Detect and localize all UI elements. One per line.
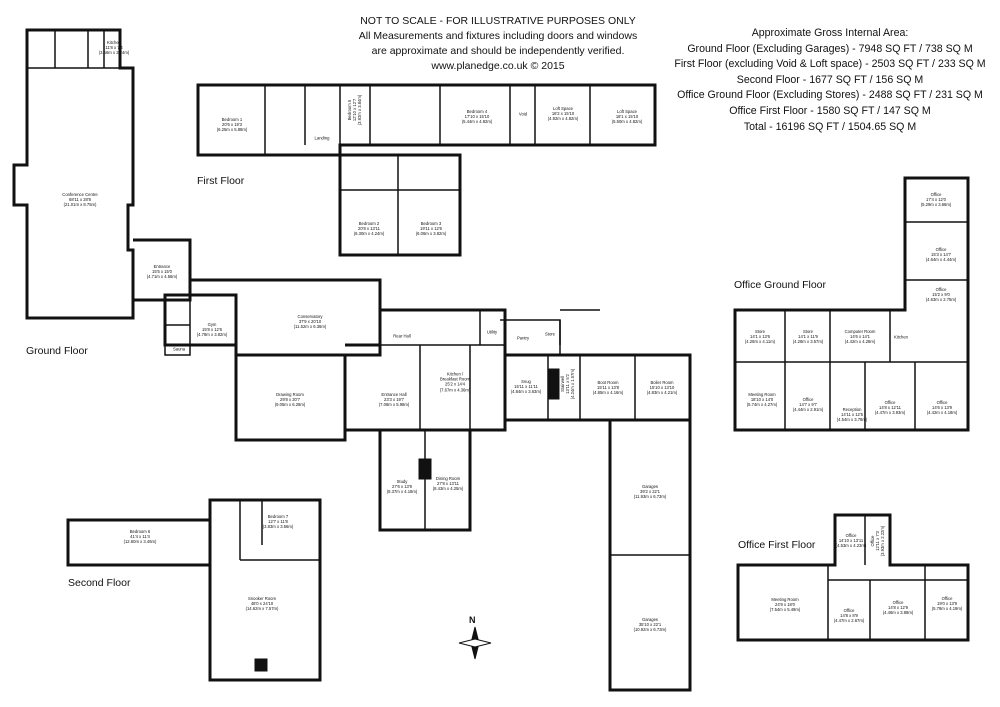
internal-wall	[239, 500, 320, 561]
area-summary: Approximate Gross Internal Area: Ground …	[668, 26, 992, 135]
disclaimer-line: NOT TO SCALE - FOR ILLUSTRATIVE PURPOSES…	[360, 15, 636, 27]
office-ground-floor-label: Office Ground Floor	[734, 279, 827, 291]
drawing-wall	[234, 353, 347, 442]
area-total: Total - 16196 SQ FT / 1504.65 SQ M	[743, 120, 917, 133]
area-line: Ground Floor (Excluding Garages) - 7948 …	[687, 42, 973, 55]
first-floor-label: First Floor	[197, 175, 245, 187]
room-void: Void	[518, 111, 528, 117]
central-wall	[345, 308, 507, 432]
compass-north-label: N	[469, 615, 476, 625]
entrance-wall	[133, 238, 192, 302]
room-og-kitchen: Kitchen	[894, 334, 908, 340]
room-sauna: Sauna	[172, 346, 186, 352]
area-line: Second Floor - 1677 SQ FT / 156 SQ M	[736, 73, 924, 86]
fireplace	[254, 658, 268, 672]
office-first-wall	[736, 513, 970, 642]
internal-wall	[340, 155, 460, 255]
disclaimer-line: are approximate and should be independen…	[371, 45, 625, 57]
office-first-floor-label: Office First Floor	[738, 539, 816, 551]
second-floor-wall	[208, 498, 322, 682]
first-floor-wall	[338, 153, 462, 257]
compass-rose	[458, 626, 492, 660]
internal-wall	[27, 30, 120, 69]
study-dining-wall	[378, 428, 472, 532]
area-title: Approximate Gross Internal Area:	[751, 27, 909, 39]
internal-wall	[735, 221, 968, 430]
internal-wall	[827, 515, 968, 640]
area-line: Office First Floor - 1580 SQ FT / 147 SQ…	[729, 104, 931, 117]
chimney	[418, 458, 432, 480]
room-store-ground: Store	[544, 331, 556, 337]
room-rear-hall: Rear Hall	[393, 333, 411, 339]
room-pantry: Pantry	[516, 335, 530, 341]
garage-wall	[608, 418, 692, 692]
first-floor-wall	[196, 83, 657, 157]
disclaimer-block: NOT TO SCALE - FOR ILLUSTRATIVE PURPOSES…	[338, 14, 658, 74]
chimney	[548, 368, 560, 400]
internal-wall	[380, 310, 561, 430]
area-line: Office Ground Floor (Excluding Stores) -…	[677, 89, 983, 102]
website-credit: www.planedge.co.uk © 2015	[431, 60, 565, 72]
second-floor-label: Second Floor	[68, 577, 131, 589]
room-landing: Landing	[314, 135, 330, 141]
ground-floor-label: Ground Floor	[26, 345, 88, 357]
east-wing-wall	[505, 353, 692, 422]
office-ground-wall	[733, 176, 970, 432]
disclaimer-line: All Measurements and fixtures including …	[358, 30, 638, 42]
room-utility: Utility	[486, 329, 498, 335]
internal-wall	[547, 309, 636, 420]
area-line: First Floor (excluding Void & Loft space…	[674, 58, 986, 71]
conference-wall	[12, 28, 135, 320]
conservatory-wall	[190, 278, 382, 357]
internal-wall	[264, 85, 591, 155]
internal-wall	[164, 295, 191, 356]
